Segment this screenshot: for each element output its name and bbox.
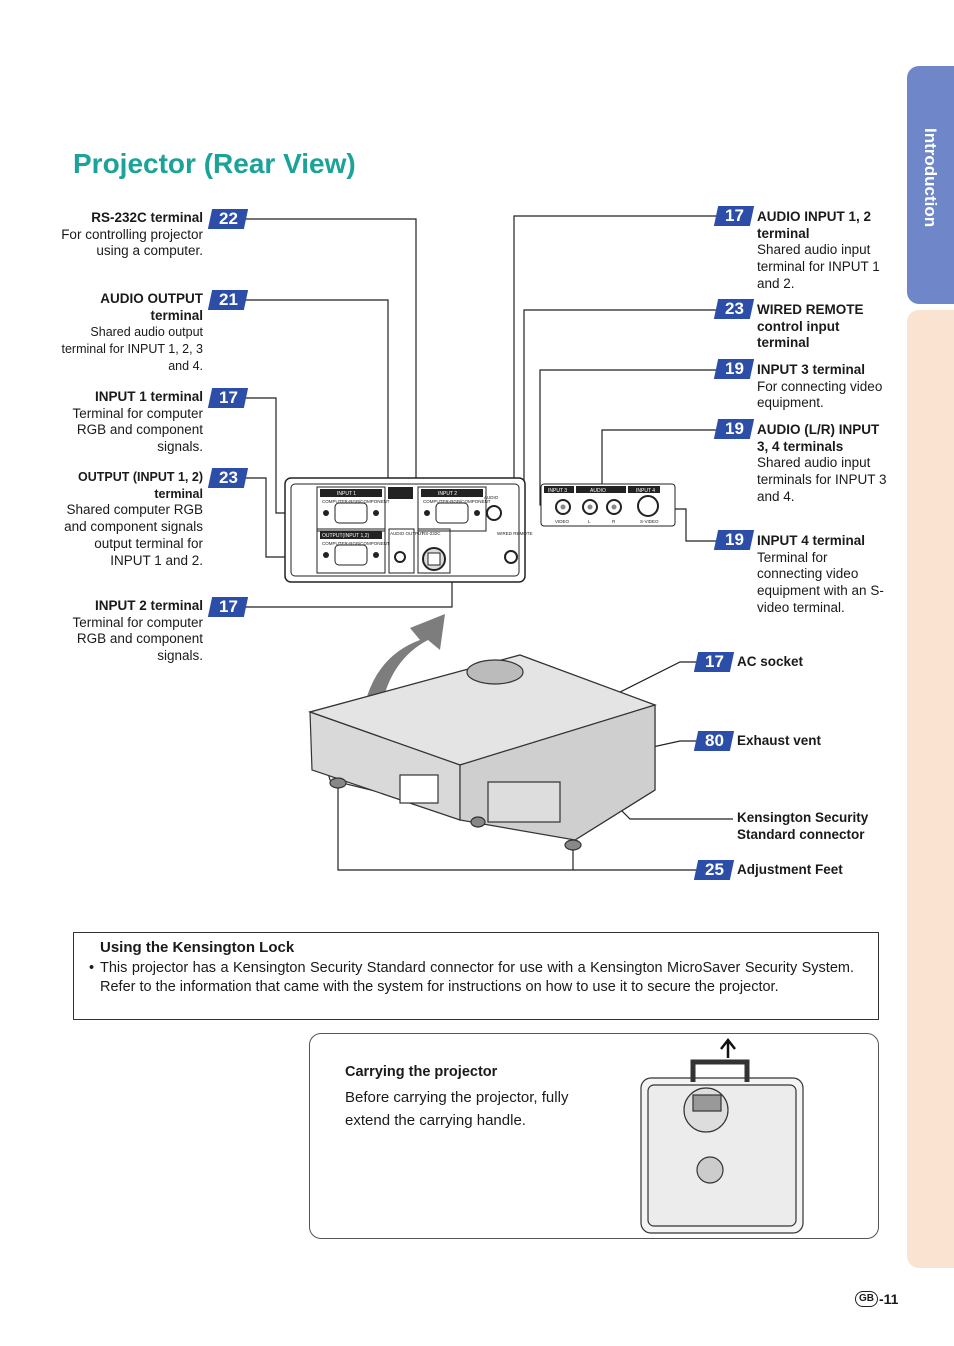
page-ref-badge: 23 (713, 299, 755, 319)
region-badge: GB (855, 1291, 878, 1307)
panel-input3-label: INPUT 3 (548, 488, 567, 494)
page-ref-badge: 17 (693, 652, 735, 672)
panel-input1-label: INPUT 1 (337, 491, 356, 497)
panel-audio-out-label: AUDIO OUTPUT (390, 531, 424, 536)
projector-illustration (307, 654, 657, 851)
carry-text: Before carrying the projector, fully ext… (345, 1089, 569, 1129)
page-ref-badge: 19 (713, 530, 755, 550)
page-ref-badge: 17 (207, 597, 249, 617)
panel-wired-remote-label: WIRED REMOTE (497, 531, 533, 536)
panel-input2-label: INPUT 2 (438, 491, 457, 497)
page-number-value: -11 (879, 1291, 899, 1307)
label-wired-remote: WIRED REMOTE control input terminal (757, 302, 864, 351)
panel-audio-in-label: AUDIO (484, 495, 499, 500)
pull-up-arrow-icon (720, 1037, 736, 1058)
page-ref-badge: 80 (693, 731, 735, 751)
panel-rgb-label-1: COMPUTER-RGB/COMPONENT (322, 499, 390, 504)
page-ref-badge: 19 (713, 359, 755, 379)
panel-output-label: OUTPUT(INPUT 1,2) (322, 533, 369, 539)
panel-audio-label: AUDIO (590, 488, 606, 494)
page-title: Projector (Rear View) (73, 148, 356, 179)
label-exhaust-vent: Exhaust vent (737, 733, 822, 748)
label-adjustment-feet: Adjustment Feet (737, 862, 843, 877)
panel-rs232c-label: RS-232C (422, 531, 441, 536)
carry-title: Carrying the projector (345, 1064, 498, 1080)
page-ref-badge: 25 (693, 860, 735, 880)
rear-panel-illustration (284, 477, 676, 583)
page-ref-badge: 21 (207, 290, 249, 310)
page-ref-badge: 23 (207, 468, 249, 488)
kensington-note: Using the Kensington Lock •This projecto… (73, 932, 879, 1020)
note-text: •This projector has a Kensington Securit… (89, 960, 854, 995)
page-ref-badge: 17 (207, 388, 249, 408)
panel-r-label: R (612, 519, 616, 524)
panel-rgb-label-3: COMPUTER-RGB/COMPONENT (322, 541, 390, 546)
panel-video-label: VIDEO (555, 519, 570, 524)
carrying-illustration (640, 1037, 804, 1234)
page-ref-badge: 17 (713, 206, 755, 226)
page-ref-badge: 22 (207, 209, 249, 229)
panel-rgb-label-2: COMPUTER-RGB/COMPONENT (423, 499, 491, 504)
side-margin-band (907, 310, 954, 1268)
panel-svideo-label: S-VIDEO (640, 519, 659, 524)
carrying-note: Carrying the projector Before carrying t… (309, 1033, 879, 1239)
section-tab-label: Introduction (921, 128, 940, 228)
panel-input4-label: INPUT 4 (636, 488, 655, 494)
label-ac-socket: AC socket (737, 654, 804, 669)
label-kensington: Kensington Security Standard connector (737, 810, 869, 842)
section-tab (907, 66, 954, 304)
note-title: Using the Kensington Lock (100, 939, 295, 956)
page-ref-badge: 19 (713, 419, 755, 439)
page-number: GB -11 (855, 1291, 898, 1307)
panel-l-label: L (588, 519, 591, 524)
